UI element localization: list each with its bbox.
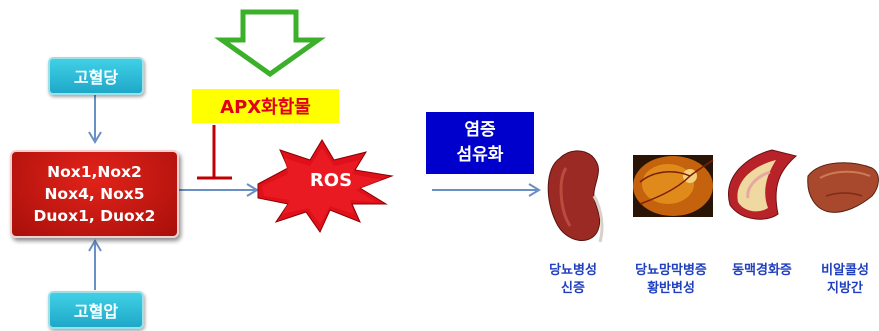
retina-icon — [633, 155, 713, 217]
process-line-2: 섬유화 — [457, 143, 504, 168]
disease-label-fatty-liver: 비알콜성 지방간 — [811, 262, 879, 298]
high-glucose-box: 고혈당 — [48, 57, 144, 95]
disease-label-retinopathy: 당뇨망막병증 황반변성 — [622, 262, 720, 298]
nox-enzymes-box: Nox1,Nox2 Nox4, Nox5 Duox1, Duox2 — [10, 150, 179, 238]
artery-icon — [729, 150, 796, 219]
nox-line-3: Duox1, Duox2 — [34, 205, 156, 227]
disease-label-nephropathy: 당뇨병성 신증 — [538, 262, 608, 298]
kidney-icon — [548, 151, 602, 242]
liver-icon — [808, 163, 879, 213]
high-glucose-label: 고혈당 — [74, 64, 118, 88]
apx-compound-label: APX화합물 — [220, 93, 311, 119]
down-arrow-icon — [222, 12, 318, 74]
disease-label-atherosclerosis: 동맥경화증 — [722, 262, 802, 280]
apx-compound-box: APX화합물 — [192, 89, 339, 123]
high-pressure-label: 고혈압 — [74, 298, 118, 322]
nox-line-1: Nox1,Nox2 — [47, 161, 142, 183]
high-pressure-box: 고혈압 — [48, 291, 144, 329]
ros-label: ROS — [300, 170, 362, 191]
inflammation-fibrosis-box: 염증 섬유화 — [426, 112, 534, 174]
process-line-1: 염증 — [464, 118, 495, 143]
nox-line-2: Nox4, Nox5 — [44, 183, 144, 205]
